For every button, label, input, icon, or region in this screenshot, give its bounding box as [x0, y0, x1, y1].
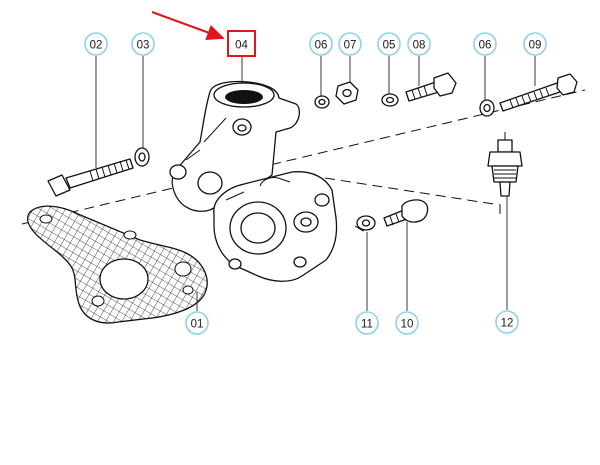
water-pump-housing-part [169, 80, 338, 282]
callout-ring [523, 32, 547, 56]
callout-label: 12 [501, 318, 514, 330]
nut-part [335, 81, 359, 105]
highlight-box [227, 30, 256, 57]
callout-ring [355, 311, 379, 335]
washer-small-part [314, 95, 330, 109]
callout-label: 09 [529, 40, 542, 52]
callout-ring [407, 32, 431, 56]
gasket-part [27, 205, 208, 324]
callout-ring [309, 32, 333, 56]
callout-06-right[interactable]: 06 [473, 32, 497, 56]
callout-label: 07 [344, 40, 357, 52]
callout-ring [185, 311, 209, 335]
callout-label: 01 [191, 319, 204, 331]
callout-label: 10 [401, 319, 414, 331]
leader-lines [95, 56, 536, 311]
callout-03[interactable]: 03 [131, 32, 155, 56]
callout-ring [338, 32, 362, 56]
callout-12[interactable]: 12 [495, 310, 519, 334]
washer-small-right-part [479, 99, 495, 117]
callout-label: 04 [235, 40, 248, 52]
highlight-arrow [151, 11, 225, 41]
callout-label: 11 [361, 319, 373, 331]
callout-07[interactable]: 07 [338, 32, 362, 56]
callout-09[interactable]: 09 [523, 32, 547, 56]
callout-label: 08 [413, 40, 426, 52]
bolt-short-part [405, 72, 457, 102]
callout-label: 03 [137, 40, 150, 52]
callout-ring [377, 32, 401, 56]
washer-lower-part [356, 215, 376, 231]
washer-medium-part [381, 93, 399, 107]
callout-label: 05 [383, 40, 396, 52]
callout-05[interactable]: 05 [377, 32, 401, 56]
callout-ring [131, 32, 155, 56]
callout-02[interactable]: 02 [84, 32, 108, 56]
callout-ring [473, 32, 497, 56]
screw-part [383, 199, 429, 227]
callout-ring [84, 32, 108, 56]
bolt-long-part [47, 158, 134, 197]
callout-08[interactable]: 08 [407, 32, 431, 56]
bolt-long-right-part [499, 73, 578, 112]
callout-label: 06 [479, 40, 492, 52]
callout-label: 02 [90, 40, 103, 52]
callout-11[interactable]: 11 [355, 311, 379, 335]
callout-ring [395, 311, 419, 335]
washer-part [134, 147, 150, 167]
callout-04[interactable]: 04 [227, 30, 256, 57]
callout-01[interactable]: 01 [185, 311, 209, 335]
callout-label: 06 [315, 40, 328, 52]
callout-06-left[interactable]: 06 [309, 32, 333, 56]
callout-10[interactable]: 10 [395, 311, 419, 335]
callout-ring [495, 310, 519, 334]
temperature-sender-part [487, 132, 523, 197]
